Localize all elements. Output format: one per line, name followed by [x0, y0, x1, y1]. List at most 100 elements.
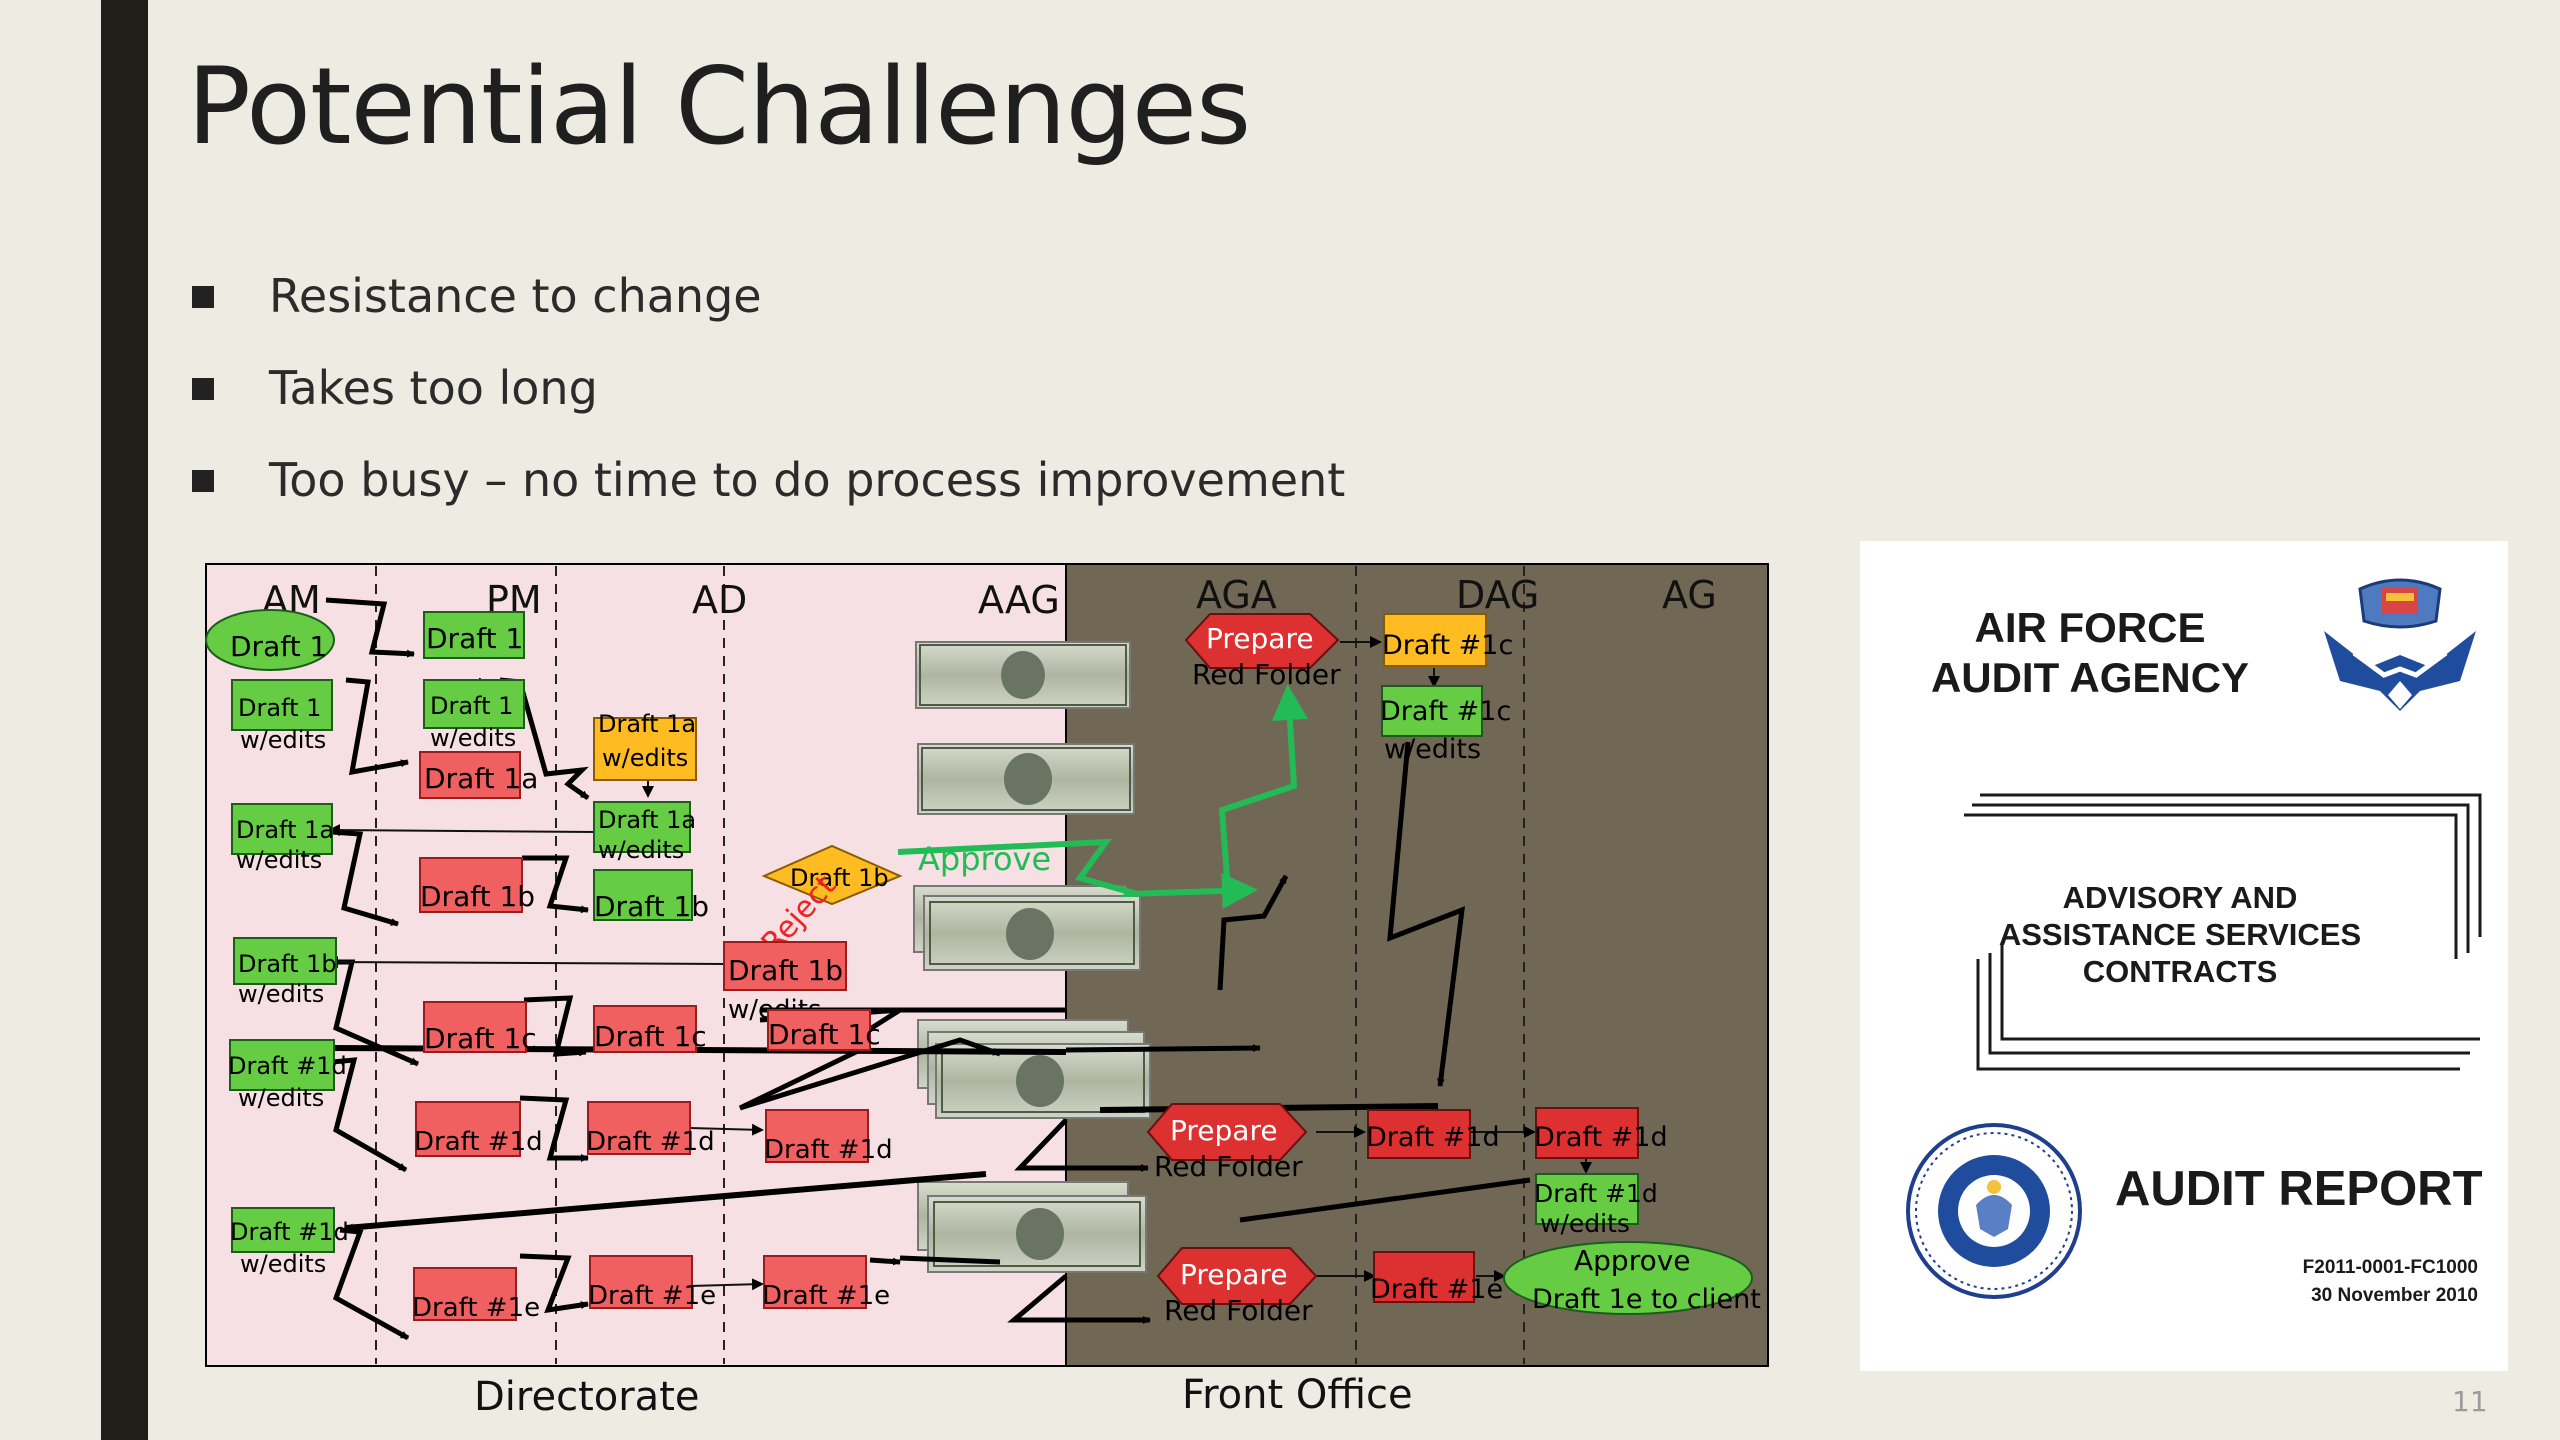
node-prepare3-hexagon [1156, 1247, 1318, 1305]
node-label: Draft #1c [1380, 696, 1511, 727]
report-subject-line: ASSISTANCE SERVICES [1998, 917, 2362, 952]
report-subject: ADVISORY AND ASSISTANCE SERVICES CONTRAC… [1980, 879, 2380, 990]
node-am-d1-edits [231, 679, 333, 731]
node-label: w/edits [1384, 734, 1481, 765]
approve-label: Approve [918, 840, 1051, 878]
node-label: Draft #1d [1366, 1122, 1500, 1153]
node-pm-d1e [413, 1267, 517, 1321]
node-ad-d1a [593, 717, 697, 781]
department-seal-icon [1906, 1123, 2082, 1299]
node-label: Draft 1a [598, 710, 696, 738]
node-label: Draft #1c [1382, 630, 1513, 661]
bullet-text: Too busy – no time to do process improve… [269, 453, 1346, 507]
node-label: Draft #1e [412, 1293, 540, 1323]
node-dag-d1c [1383, 613, 1487, 667]
air-force-logo-icon [2324, 578, 2476, 711]
node-label: Draft 1a [598, 806, 696, 834]
node-ad-d1e [589, 1255, 693, 1309]
node-am-d1a-edits [231, 803, 333, 855]
node-label: Draft #1d [586, 1127, 715, 1157]
report-agency-line: AIR FORCE [1974, 604, 2206, 651]
node-am-d1d-edits2 [231, 1207, 335, 1253]
node-label: Draft 1c [768, 1018, 881, 1051]
bullet-text: Takes too long [269, 361, 598, 415]
node-dag-d1e [1373, 1251, 1475, 1303]
report-agency: AIR FORCE AUDIT AGENCY [1910, 603, 2270, 703]
section-label-front-office: Front Office [1182, 1372, 1413, 1418]
node-pm-draft1-label: Draft 1 [426, 622, 523, 655]
node-ag-d1d [1535, 1107, 1639, 1159]
node-decision-label: Draft 1b [790, 864, 889, 892]
report-number: F2011-0001-FC1000 [2302, 1257, 2478, 1278]
node-dag-d1c-edits [1381, 685, 1483, 737]
node-prepare1-hexagon [1184, 613, 1340, 669]
bullet-list: Resistance to change Takes too long Too … [187, 264, 1345, 540]
bullet-text: Resistance to change [269, 269, 762, 323]
node-label: Draft 1a [424, 762, 538, 795]
node-label: Draft #1d [230, 1218, 349, 1246]
node-label: w/edits [236, 846, 322, 874]
bullet-square-icon [192, 378, 214, 400]
node-aag-d1d [765, 1109, 869, 1163]
node-pm-d1-edits [423, 679, 525, 729]
node-label: w/edits [602, 744, 688, 772]
bullet-square-icon [192, 286, 214, 308]
node-label: w/edits [598, 836, 684, 864]
node-label: Draft #1d [764, 1135, 893, 1165]
node-ag-d1d-edits [1535, 1173, 1639, 1225]
node-pm-draft1 [423, 611, 525, 659]
node-prepare2-hexagon [1146, 1103, 1308, 1161]
node-label: w/edits [240, 1250, 326, 1278]
node-am-d1d-edits [229, 1039, 335, 1091]
node-decision-diamond [761, 844, 903, 906]
node-label: Approve [1574, 1244, 1691, 1277]
bullet-item: Takes too long [187, 356, 1345, 448]
node-label: Red Folder [1154, 1150, 1303, 1183]
node-label: Draft #1d [1534, 1122, 1668, 1153]
node-label: Draft 1b [238, 950, 337, 978]
node-label: Draft 1b [728, 954, 843, 987]
lane-header-ad: AD [692, 578, 747, 622]
node-pm-d1a [419, 751, 521, 799]
node-label: Red Folder [1192, 658, 1341, 691]
lane-header-aag: AAG [978, 578, 1060, 622]
node-label: Draft 1e to client [1532, 1284, 1761, 1315]
section-label-directorate: Directorate [474, 1374, 700, 1420]
node-label: Draft #1d [228, 1052, 347, 1080]
node-label: Prepare [1206, 622, 1314, 655]
node-aag-d1e [763, 1255, 867, 1309]
node-pm-d1b [419, 857, 523, 913]
audit-report-cover: AIR FORCE AUDIT AGENCY ADVISORY AND ASSI… [1860, 541, 2508, 1371]
node-label: Red Folder [1164, 1294, 1313, 1327]
node-label: Draft #1d [1534, 1179, 1658, 1208]
node-label: Draft 1b [594, 890, 709, 923]
report-frame-lines [1964, 793, 2482, 1071]
node-label: Draft 1c [424, 1022, 537, 1055]
node-am-d1b-edits [233, 937, 337, 985]
report-date: 30 November 2010 [2311, 1285, 2478, 1306]
node-label: w/edits [238, 1084, 324, 1112]
node-label: Draft 1a [236, 816, 334, 844]
node-start-label: Draft 1 [230, 630, 327, 663]
report-subject-line: CONTRACTS [2082, 954, 2278, 989]
node-label: Draft 1 [430, 692, 513, 720]
node-dag-d1d [1367, 1109, 1471, 1159]
bullet-square-icon [192, 470, 214, 492]
node-label: Draft #1e [1370, 1274, 1503, 1305]
node-label: Draft 1 [238, 694, 321, 722]
node-label: w/edits [238, 980, 324, 1008]
node-label: Draft #1e [762, 1281, 890, 1311]
node-pm-d1c [423, 1001, 527, 1053]
node-label: Draft 1c [594, 1020, 707, 1053]
node-label: Prepare [1180, 1258, 1288, 1291]
lane-header-dag: DAG [1456, 573, 1539, 617]
node-label: w/edits [430, 724, 516, 752]
bullet-item: Resistance to change [187, 264, 1345, 356]
node-ad-d1d [587, 1101, 691, 1155]
report-subject-line: ADVISORY AND [2062, 880, 2298, 915]
node-aag-d1b [723, 941, 847, 991]
lane-header-ag: AG [1662, 573, 1717, 617]
node-ad-d1c [593, 1005, 697, 1053]
node-ad-d1a-edits [593, 801, 691, 853]
